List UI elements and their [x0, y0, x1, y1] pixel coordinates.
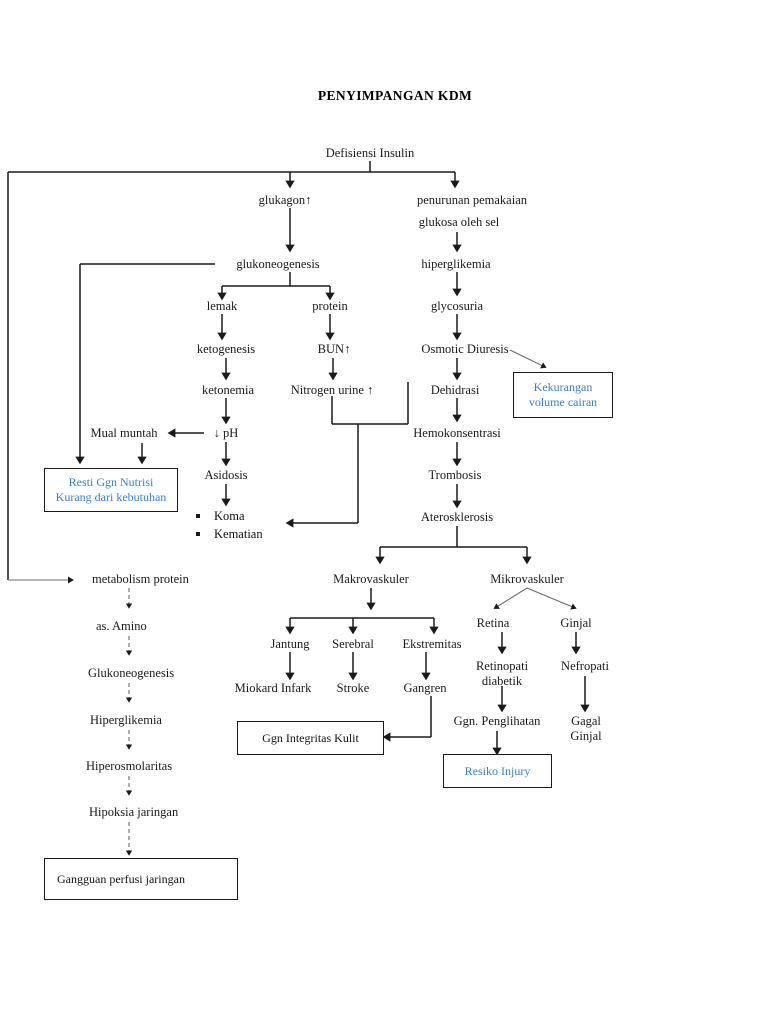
box-resiko-injury: Resiko Injury	[443, 754, 552, 788]
node-defisiensi-insulin: Defisiensi Insulin	[325, 146, 415, 160]
node-ketonemia: ketonemia	[201, 383, 255, 397]
box-gangguan-perfusi-jaringan-text: Gangguan perfusi jaringan	[57, 871, 185, 886]
box-kekurangan-volume-cairan: Kekurangan volume cairan	[513, 372, 613, 418]
page-title: PENYIMPANGAN KDM	[317, 88, 473, 103]
node-ketogenesis: ketogenesis	[196, 342, 256, 356]
square-bullet-icon	[196, 532, 200, 537]
node-hiperglikemia: hiperglikemia	[421, 257, 491, 271]
box-resti-ggn-nutrisi-text: Resti Ggn Nutrisi Kurang dari kebutuhan	[55, 475, 167, 504]
node-glycosuria: glycosuria	[430, 299, 484, 313]
node-ggn-penglihatan: Ggn. Penglihatan	[453, 714, 541, 728]
node-glukosa-oleh-sel: glukosa oleh sel	[418, 215, 500, 229]
node-miokard-infark: Miokard Infark	[234, 681, 312, 695]
node-ph-turun: ↓ pH	[213, 426, 239, 440]
box-resiko-injury-text: Resiko Injury	[464, 763, 531, 778]
node-glukoneogenesis-2: Glukoneogenesis	[88, 666, 175, 680]
node-nefropati: Nefropati	[561, 659, 609, 673]
node-koma-kematian: Koma Kematian	[196, 507, 263, 543]
node-stroke: Stroke	[336, 681, 370, 695]
node-serebral: Serebral	[332, 637, 374, 651]
node-aterosklerosis: Aterosklerosis	[420, 510, 494, 524]
node-penurunan-pemakaian: penurunan pemakaian	[416, 193, 528, 207]
node-glukagon: glukagon↑	[258, 193, 312, 207]
node-hiperglikemia-2: Hiperglikemia	[90, 713, 162, 727]
node-metabolism-protein: metabolism protein	[92, 572, 189, 586]
node-jantung: Jantung	[270, 637, 310, 651]
node-protein: protein	[312, 299, 348, 313]
node-dehidrasi: Dehidrasi	[430, 383, 480, 397]
bullet-kematian: Kematian	[196, 525, 263, 543]
node-hipoksia-jaringan: Hipoksia jaringan	[89, 805, 179, 819]
box-gangguan-perfusi-jaringan: Gangguan perfusi jaringan	[44, 858, 238, 900]
node-makrovaskuler: Makrovaskuler	[333, 572, 409, 586]
bullet-koma: Koma	[196, 507, 263, 525]
node-bun: BUN↑	[317, 342, 351, 356]
square-bullet-icon	[196, 514, 200, 519]
node-ginjal: Ginjal	[560, 616, 592, 630]
node-glukoneogenesis: glukoneogenesis	[236, 257, 320, 271]
node-gangren: Gangren	[403, 681, 447, 695]
node-ekstremitas: Ekstremitas	[402, 637, 462, 651]
node-asidosis: Asidosis	[204, 468, 248, 482]
node-retinopati-diabetik: Retinopati diabetik	[475, 659, 529, 688]
node-mual-muntah: Mual muntah	[90, 426, 158, 440]
node-gagal-ginjal: Gagal Ginjal	[570, 714, 602, 743]
node-retina: Retina	[476, 616, 510, 630]
node-as-amino: as. Amino	[96, 619, 147, 633]
box-ggn-integritas-kulit: Ggn Integritas Kulit	[237, 721, 384, 755]
node-hiperosmolaritas: Hiperosmolaritas	[86, 759, 173, 773]
box-resti-ggn-nutrisi: Resti Ggn Nutrisi Kurang dari kebutuhan	[44, 468, 178, 512]
node-hemokonsentrasi: Hemokonsentrasi	[413, 426, 501, 440]
node-mikrovaskuler: Mikrovaskuler	[490, 572, 564, 586]
node-trombosis: Trombosis	[428, 468, 482, 482]
node-osmotic-diuresis: Osmotic Diuresis	[421, 342, 509, 356]
box-ggn-integritas-kulit-text: Ggn Integritas Kulit	[262, 730, 359, 745]
node-lemak: lemak	[206, 299, 238, 313]
box-kekurangan-volume-cairan-text: Kekurangan volume cairan	[528, 380, 598, 409]
node-nitrogen-urine: Nitrogen urine ↑	[290, 383, 374, 397]
